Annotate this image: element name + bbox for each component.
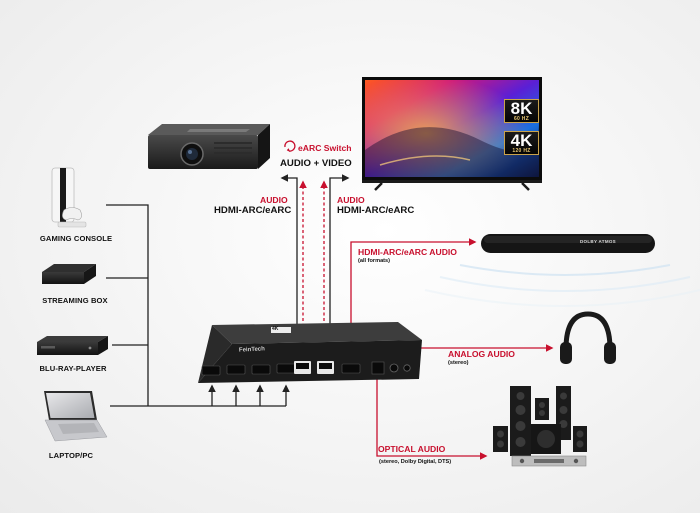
analog-stereo-label: (stereo) <box>448 360 469 366</box>
headphones-image <box>560 311 616 364</box>
tv-badge-8k: 8K 60 HZ <box>504 99 539 123</box>
tv-badge-4k: 4K 120 HZ <box>504 131 539 155</box>
gaming-console-image <box>51 167 87 228</box>
audio-video-arrows <box>280 174 350 332</box>
audio-right-label: AUDIO <box>337 195 365 205</box>
streaming-box-image <box>42 264 96 284</box>
analog-audio-label: ANALOG AUDIO <box>448 349 515 359</box>
optical-formats-label: (stereo, Dolby Digital, DTS) <box>379 459 452 465</box>
hdmi-arc-right-label: HDMI-ARC/eARC <box>337 205 415 216</box>
hdmi-arc-audio-label: HDMI-ARC/eARC AUDIO <box>358 247 457 257</box>
source-label-laptop-pc: LAPTOP/PC <box>48 451 94 460</box>
source-connection-lines <box>106 204 286 407</box>
tv-badge-8k-text: 8K <box>510 99 533 118</box>
soundbar-arrow <box>350 238 477 356</box>
soundbar-logo: DOLBY ATMOS <box>580 239 616 244</box>
tv-badge-8k-hz: 60 HZ <box>513 116 530 122</box>
source-label-bluray-player: BLU-RAY-PLAYER <box>39 364 107 373</box>
optical-audio-label: OPTICAL AUDIO <box>378 444 446 454</box>
input-arrows <box>208 384 290 406</box>
earc-switch-label: eARC Switch <box>298 143 352 153</box>
earc-switch-icon <box>284 140 296 153</box>
source-label-gaming-console: GAMING CONSOLE <box>39 234 113 243</box>
speaker-system-image <box>493 386 587 467</box>
audio-left-label: AUDIO <box>260 195 288 205</box>
hdmi-arc-left-label: HDMI-ARC/eARC <box>214 205 292 216</box>
all-formats-label: (all formats) <box>358 258 391 264</box>
source-label-streaming-box: STREAMING BOX <box>42 296 108 305</box>
switch-4k-badge: 4K <box>272 326 279 332</box>
soundbar-image <box>424 234 700 307</box>
tv-badge-4k-hz: 120 HZ <box>512 148 531 154</box>
bluray-player-image <box>37 336 108 355</box>
hdmi-switch-box <box>198 322 422 383</box>
audio-video-label: AUDIO + VIDEO <box>280 158 352 169</box>
speakers-arrow <box>376 378 488 460</box>
tv-badge-4k-text: 4K <box>510 131 533 150</box>
projector-image <box>148 124 270 169</box>
switch-brand-logo: FeinTech <box>238 346 266 354</box>
laptop-image <box>44 391 108 442</box>
tv-image <box>362 77 542 191</box>
